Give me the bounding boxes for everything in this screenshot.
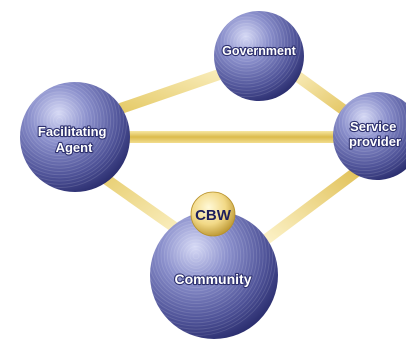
sphere-ring bbox=[52, 113, 67, 128]
sphere-ring bbox=[361, 119, 369, 127]
node-community: Community bbox=[150, 211, 278, 339]
sphere-ring bbox=[150, 211, 258, 317]
sphere-ring bbox=[236, 32, 257, 53]
sphere-ring bbox=[49, 110, 70, 131]
facilitating-agent-sphere bbox=[20, 82, 130, 192]
sphere-ring bbox=[214, 11, 282, 78]
sphere-ring bbox=[36, 97, 83, 144]
sphere-ring bbox=[20, 82, 124, 185]
facilitating-agent-line-1: Facilitating bbox=[38, 124, 107, 139]
sphere-ring bbox=[214, 11, 292, 88]
sphere-ring bbox=[43, 104, 76, 137]
sphere-ring bbox=[150, 211, 261, 321]
sphere-ring bbox=[214, 11, 289, 85]
node-facilitating-agent: Facilitating Agent bbox=[20, 82, 130, 192]
sphere-ring bbox=[46, 107, 73, 134]
sphere-ring bbox=[20, 82, 128, 188]
facilitating-agent-line-2: Agent bbox=[56, 140, 94, 155]
sphere-ring bbox=[217, 13, 276, 72]
sphere-ring bbox=[20, 82, 108, 169]
sphere-ring bbox=[20, 82, 121, 182]
sphere-ring bbox=[150, 211, 251, 311]
sphere-ring bbox=[333, 92, 406, 165]
sphere-ring bbox=[351, 109, 378, 136]
sphere-ring bbox=[24, 85, 96, 156]
connector-facilitating-service bbox=[112, 131, 362, 143]
connector-community-service bbox=[262, 166, 362, 244]
sphere-ring bbox=[223, 19, 270, 66]
sphere-ring bbox=[30, 91, 89, 150]
sphere-ring bbox=[186, 245, 206, 266]
sphere-texture bbox=[214, 11, 302, 98]
sphere-ring bbox=[220, 16, 273, 69]
sphere-texture bbox=[20, 82, 128, 188]
sphere-texture bbox=[150, 211, 277, 337]
sphere-ring bbox=[214, 11, 298, 94]
connector-facilitating-community bbox=[90, 166, 190, 240]
sphere-ring bbox=[239, 35, 254, 50]
node-government: Government bbox=[214, 11, 304, 101]
sphere-ring bbox=[214, 11, 286, 82]
service-provider-line-2: provider bbox=[349, 134, 401, 149]
sphere-ring bbox=[333, 92, 404, 162]
sphere-ring bbox=[354, 112, 375, 133]
community-sphere bbox=[150, 211, 278, 339]
sphere-ring bbox=[20, 82, 102, 163]
community-label: Community bbox=[175, 271, 252, 287]
sphere-ring bbox=[150, 211, 248, 308]
sphere-ring bbox=[150, 211, 274, 333]
sphere-texture bbox=[333, 92, 406, 178]
sphere-ring bbox=[214, 11, 295, 91]
government-label: Government bbox=[222, 44, 296, 58]
government-sphere bbox=[214, 11, 304, 101]
sphere-ring bbox=[335, 93, 394, 152]
node-service-provider: Service provider bbox=[333, 92, 406, 180]
sphere-ring bbox=[150, 211, 254, 314]
sphere-ring bbox=[345, 103, 385, 143]
sphere-ring bbox=[56, 117, 64, 124]
sphere-ring bbox=[40, 101, 80, 140]
sphere-ring bbox=[333, 92, 406, 168]
sphere-ring bbox=[192, 252, 200, 260]
sphere-ring bbox=[333, 92, 397, 156]
sphere-ring bbox=[358, 116, 372, 130]
sphere-ring bbox=[333, 92, 401, 159]
node-cbw: CBW bbox=[190, 191, 236, 237]
sphere-ring bbox=[20, 82, 115, 176]
cbw-sphere bbox=[190, 191, 236, 237]
sphere-ring bbox=[189, 249, 203, 263]
cbw-label: CBW bbox=[195, 207, 232, 224]
sphere-ring bbox=[150, 211, 267, 327]
sphere-ring bbox=[150, 211, 245, 305]
sphere-ring bbox=[348, 106, 381, 140]
sphere-ring bbox=[233, 29, 260, 56]
sphere-ring bbox=[20, 82, 118, 179]
sphere-ring bbox=[33, 94, 86, 147]
facilitating-agent-label: Facilitating Agent bbox=[38, 124, 110, 155]
service-provider-label: Service provider bbox=[349, 119, 401, 149]
sphere-ring bbox=[20, 82, 112, 172]
sphere-ring bbox=[338, 96, 391, 149]
sphere-ring bbox=[20, 82, 105, 166]
sphere-ring bbox=[170, 229, 222, 282]
sphere-ring bbox=[179, 239, 213, 273]
sphere-ring bbox=[333, 92, 406, 175]
sphere-ring bbox=[150, 211, 270, 330]
sphere-ring bbox=[214, 11, 302, 98]
service-provider-sphere bbox=[333, 92, 406, 180]
sphere-ring bbox=[226, 23, 266, 62]
sphere-ring bbox=[342, 100, 388, 146]
sphere-ring bbox=[27, 88, 92, 153]
sphere-ring bbox=[173, 233, 219, 279]
sphere-ring bbox=[183, 242, 210, 269]
sphere-ring bbox=[176, 236, 216, 276]
sphere-ring bbox=[333, 92, 406, 178]
service-provider-line-1: Service bbox=[350, 119, 396, 134]
sphere-ring bbox=[150, 211, 264, 324]
sphere-ring bbox=[333, 92, 406, 172]
sphere-ring bbox=[230, 26, 263, 59]
sphere-ring bbox=[242, 39, 250, 46]
